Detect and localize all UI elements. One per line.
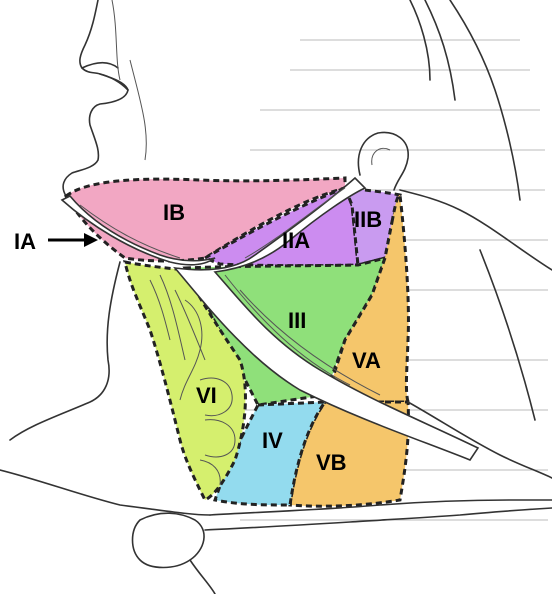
label-vb: VB (316, 450, 347, 475)
label-iii: III (288, 308, 306, 333)
head-outline (62, 0, 552, 271)
label-iib: IIB (354, 207, 382, 232)
label-ia: IA (14, 229, 36, 254)
clavicle-shoulder (0, 249, 552, 594)
label-ib: IB (163, 200, 185, 225)
sternocleidomastoid-muscle (173, 176, 480, 461)
label-iia: IIA (282, 228, 310, 253)
trachea-detail (149, 274, 236, 486)
label-iv: IV (262, 428, 283, 453)
level-vb-region (288, 400, 410, 508)
label-vi: VI (196, 383, 217, 408)
label-va: VA (352, 348, 381, 373)
ia-arrow (48, 233, 98, 247)
level-va-region (322, 193, 410, 404)
mandible-band (60, 195, 216, 266)
